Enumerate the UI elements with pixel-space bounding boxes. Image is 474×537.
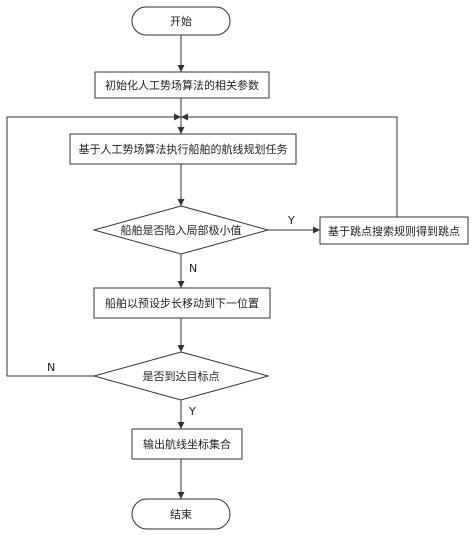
init-label: 初始化人工势场算法的相关参数: [105, 78, 259, 92]
edge-label-local-min-no: N: [189, 262, 197, 275]
plan-node: 基于人工势场算法执行船舶的航线规划任务: [69, 133, 297, 165]
jump-node: 基于跳点搜索规则得到跳点: [319, 216, 469, 245]
edge-label-reached-yes: Y: [188, 405, 196, 418]
start-node: 开始: [131, 6, 231, 36]
jump-label: 基于跳点搜索规则得到跳点: [328, 224, 460, 238]
move-label: 船舶以预设步长移动到下一位置: [105, 296, 259, 310]
reached-decision: 是否到达目标点: [92, 351, 270, 401]
edge-label-local-min-yes: Y: [287, 214, 295, 227]
end-node: 结束: [131, 498, 231, 530]
edge-label-reached-no: N: [47, 361, 55, 374]
local-min-decision: 船舶是否陷入局部极小值: [92, 205, 270, 255]
start-label: 开始: [170, 14, 192, 28]
plan-label: 基于人工势场算法执行船舶的航线规划任务: [79, 142, 288, 156]
output-node: 输出航线坐标集合: [131, 428, 243, 460]
init-node: 初始化人工势场算法的相关参数: [94, 71, 270, 99]
edge-reached-loop: [6, 113, 181, 377]
end-label: 结束: [170, 508, 192, 521]
edge-jump-loop: [181, 113, 398, 217]
reached-label: 是否到达目标点: [143, 369, 220, 383]
connectors: [6, 35, 398, 499]
move-node: 船舶以预设步长移动到下一位置: [93, 287, 271, 319]
output-label: 输出航线坐标集合: [143, 437, 231, 451]
local-min-label: 船舶是否陷入局部极小值: [121, 223, 242, 237]
